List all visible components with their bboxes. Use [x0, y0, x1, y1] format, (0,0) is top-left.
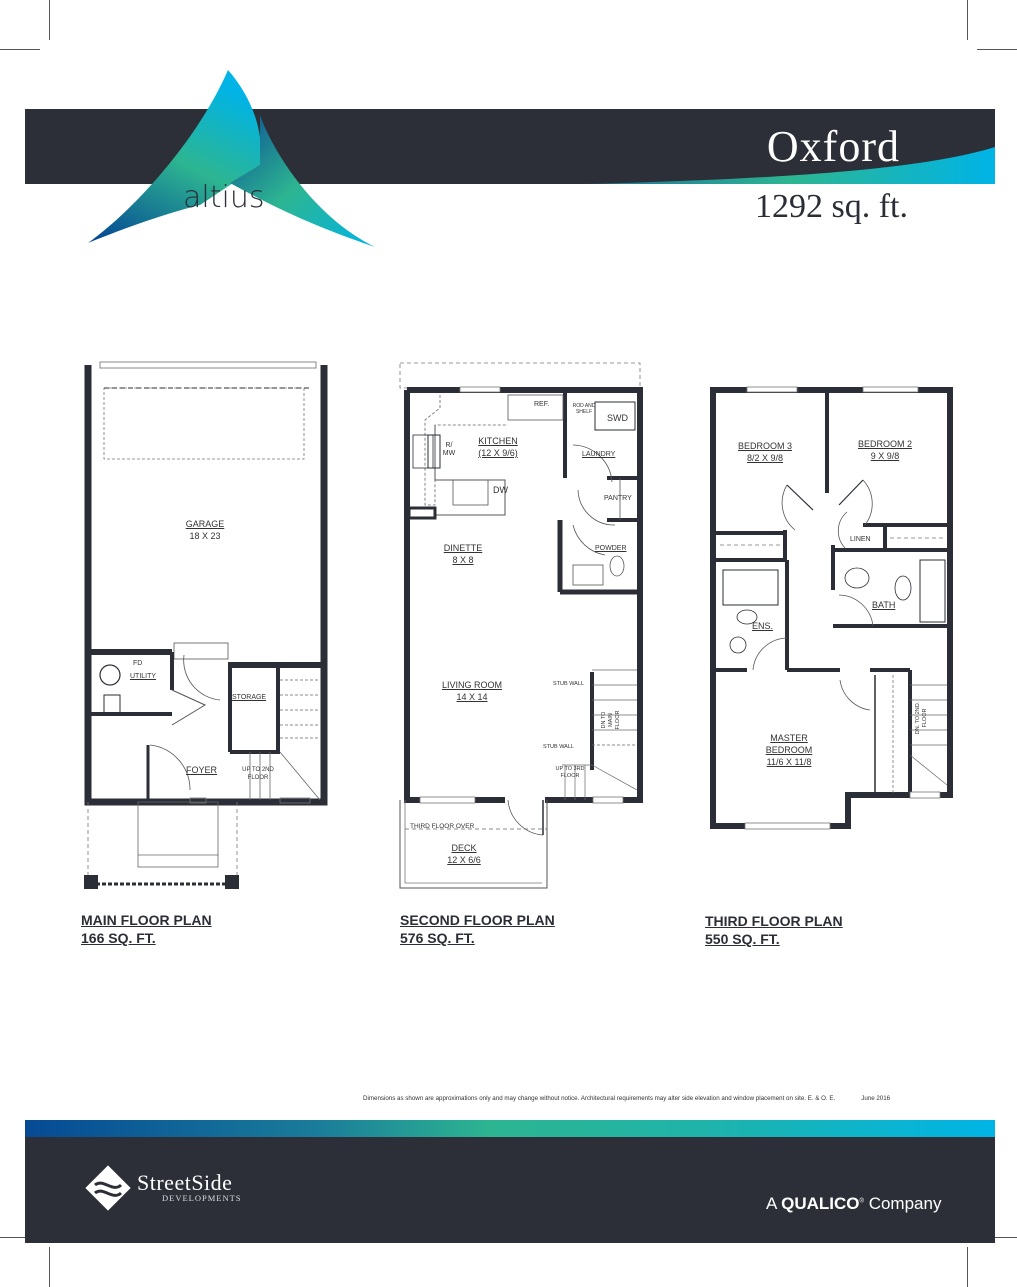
room-laundry: LAUNDRY — [582, 451, 616, 458]
room-linen: LINEN — [850, 536, 871, 543]
dw-label: DW — [493, 485, 508, 495]
streetside-name: StreetSide — [137, 1170, 233, 1195]
dn-main-label: DN TO MAIN FLOOR — [601, 710, 621, 730]
main-floor-plan-drawing — [84, 361, 328, 889]
room-ensuite: ENS. — [752, 621, 774, 631]
second-floor-plan-drawing — [399, 362, 643, 889]
crop-mark — [0, 49, 40, 50]
rod-shelf-label: ROD AND SHELF — [572, 403, 596, 415]
streetside-logo-icon — [85, 1165, 131, 1211]
room-kitchen: KITCHEN(12 X 9/6) — [478, 436, 518, 458]
stairs-label: UP TO 2ND FLOOR — [242, 767, 274, 781]
room-powder: POWDER — [595, 545, 627, 552]
header-swoosh — [585, 147, 995, 184]
third-floor-plan-drawing — [710, 386, 953, 830]
disclaimer: Dimensions as shown are approximations o… — [363, 1095, 891, 1102]
crop-mark — [967, 0, 968, 40]
room-storage: STORAGE — [232, 694, 267, 701]
crop-mark — [977, 49, 1017, 50]
total-area: 1292 sq. ft. — [755, 188, 908, 225]
crop-mark — [49, 1247, 50, 1287]
disclaimer-date: June 2016 — [861, 1095, 891, 1102]
crop-mark — [49, 0, 50, 40]
footer-gradient-band — [25, 1120, 995, 1137]
crop-mark — [0, 1237, 40, 1238]
brand-logo-text: altius — [183, 180, 265, 215]
streetside-sub: DEVELOPMENTS — [162, 1193, 242, 1203]
crop-mark — [967, 1247, 968, 1287]
room-bath: BATH — [872, 600, 896, 610]
third-over-label: THIRD FLOOR OVER — [410, 823, 475, 830]
qualico-tagline: A QUALICO® Company — [766, 1194, 942, 1213]
dn-second-label: DN. TO 2ND. FLOOR — [915, 701, 928, 735]
up-third-label: UP TO 3RD FLOOR — [555, 766, 585, 779]
stub-wall-label: STUB WALL — [543, 744, 574, 750]
swd-label: SWD — [607, 413, 628, 423]
fd-label: FD — [133, 660, 143, 667]
room-pantry: PANTRY — [604, 495, 632, 502]
ref-label: REF. — [534, 401, 550, 408]
model-title: Oxford — [766, 122, 900, 171]
room-utility: UTILITY — [130, 673, 157, 680]
crop-mark — [977, 1237, 1017, 1238]
footer-band — [25, 1137, 995, 1243]
room-foyer: FOYER — [186, 765, 218, 775]
altius-logo-icon — [88, 70, 375, 247]
stub-wall-label: STUB WALL — [553, 681, 584, 687]
rmw-label: R/ MW — [442, 442, 456, 457]
